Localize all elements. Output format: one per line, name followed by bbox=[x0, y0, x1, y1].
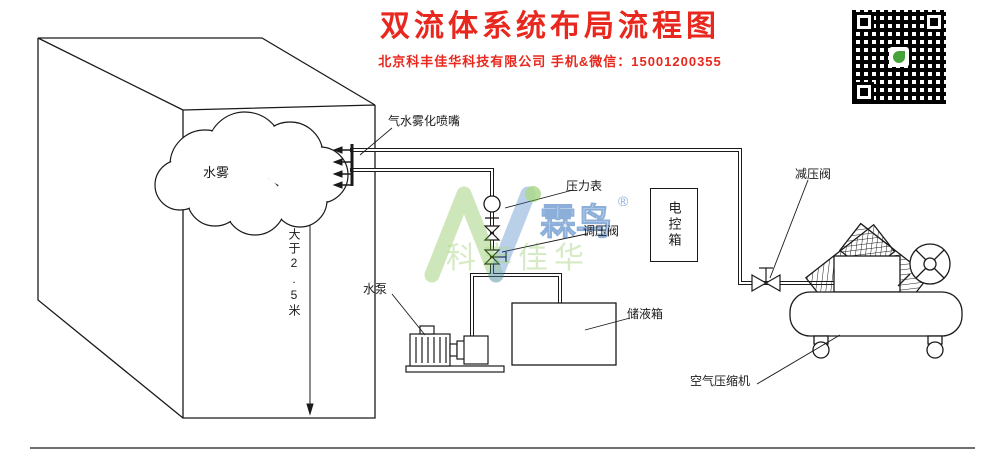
mist-cloud bbox=[154, 111, 349, 236]
electric-control-box: 电控箱 bbox=[650, 188, 698, 262]
qr-finder-icon bbox=[854, 82, 874, 102]
label-regulator-valve: 调压阀 bbox=[583, 224, 620, 238]
leaf-icon bbox=[525, 186, 541, 202]
pressure-gauge-symbol bbox=[483, 195, 501, 219]
label-storage-tank: 储液箱 bbox=[627, 307, 664, 321]
qr-code-image bbox=[852, 10, 946, 104]
label-pressure-gauge: 压力表 bbox=[566, 179, 603, 193]
qr-finder-icon bbox=[854, 12, 874, 32]
label-water-pump: 水泵 bbox=[363, 282, 388, 296]
air-pipe bbox=[350, 148, 847, 285]
label-control-box: 电控箱 bbox=[666, 201, 682, 249]
label-height-note: 大于2.5米 bbox=[287, 228, 301, 318]
label-air-compressor: 空气压缩机 bbox=[690, 374, 751, 388]
label-reducing-valve: 减压阀 bbox=[795, 167, 832, 181]
leaf-icon bbox=[889, 47, 909, 67]
watermark-registered-mark: ® bbox=[618, 193, 629, 209]
air-compressor-symbol bbox=[789, 222, 963, 359]
watermark-brand-text: 科丰佳华 bbox=[446, 242, 590, 275]
watermark-logo-text: 霖鸟 bbox=[540, 201, 612, 242]
watermark-logo: 霖鸟 ® 科丰佳华 bbox=[424, 186, 629, 283]
qr-finder-icon bbox=[924, 12, 944, 32]
company-contact-line: 北京科丰佳华科技有限公司 手机&微信：15001200355 bbox=[378, 53, 722, 69]
page-title: 双流体系统布局流程图 bbox=[380, 10, 720, 43]
room-box bbox=[37, 37, 376, 419]
storage-tank-symbol bbox=[511, 302, 617, 366]
water-pipe bbox=[350, 168, 562, 340]
nozzle-symbol bbox=[332, 144, 354, 189]
header: 双流体系统布局流程图 北京科丰佳华科技有限公司 手机&微信：1500120035… bbox=[270, 10, 830, 70]
leader-lines bbox=[359, 127, 841, 385]
label-mist: 水雾 bbox=[203, 165, 230, 180]
reducing-valve-symbol bbox=[751, 267, 781, 293]
water-pump-symbol bbox=[405, 325, 505, 373]
regulator-valve-symbol bbox=[483, 225, 507, 265]
label-nozzle: 气水雾化喷嘴 bbox=[388, 114, 461, 128]
